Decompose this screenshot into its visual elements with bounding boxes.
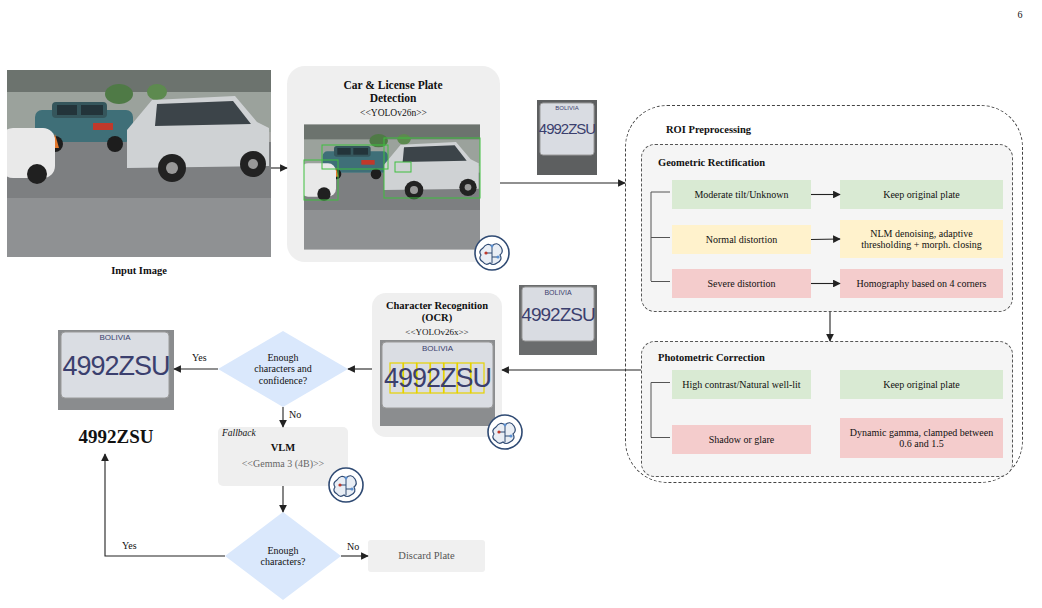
plate-number: 4992ZSU (519, 305, 597, 324)
flow-arrow (500, 182, 625, 183)
node-title: 4992ZSU (58, 426, 174, 448)
flow-arrow (271, 167, 287, 168)
node-title: Moderate tilt/Unknown (694, 189, 788, 201)
condition-box: Normal distortion (672, 225, 811, 254)
node-title: Homography based on 4 corners (857, 278, 987, 290)
flow-arrow (105, 454, 225, 556)
action-box: Keep original plate (840, 370, 1003, 399)
node-title: Geometric Rectification (658, 157, 765, 169)
plate-number: 4992ZSU (537, 121, 597, 136)
node-title: Discard Plate (398, 550, 454, 562)
decision-diamond: Enough characters? (225, 512, 341, 600)
node-title: ROI Preprocessing (666, 124, 751, 136)
input-image: Input Image (7, 70, 271, 282)
terminal-box: Discard Plate (368, 540, 485, 572)
flow-arrow (829, 312, 830, 341)
edge-label: Yes (122, 541, 137, 551)
plate-crop (58, 330, 174, 410)
node-subtitle: <<Gemma 3 (4B)>> (218, 458, 348, 470)
node-title: Car & License Plate Detection (343, 79, 443, 105)
edge-label: No (289, 410, 301, 420)
geometric-group: Geometric RectificationModerate tilt/Unk… (641, 144, 1013, 312)
node-title: Input Image (7, 265, 271, 277)
plate-region: BOLIVIA (522, 289, 594, 296)
detection-box: Car & License Plate Detection <<YOLOv26n>… (287, 66, 500, 262)
action-box: Dynamic gamma, clamped between 0.6 and 1… (840, 418, 1003, 458)
node-title: Shadow or glare (709, 434, 775, 446)
node-title: Fallback (222, 428, 256, 439)
page-number: 6 (1010, 10, 1030, 20)
plate-region: BOLIVIA (382, 345, 493, 353)
flow-arrow (282, 407, 283, 427)
node-title: Enough characters? (253, 545, 313, 568)
node-subtitle: VLM (218, 442, 348, 454)
edge-label: Yes (192, 353, 207, 363)
plate-region: BOLIVIA (61, 334, 169, 342)
node-title: Enough characters and confidence? (248, 352, 318, 387)
vlm-box: FallbackVLM <<Gemma 3 (4B)>> (218, 427, 348, 486)
action-box: NLM denoising, adaptive thresholding + m… (840, 220, 1003, 258)
flow-arrow (348, 368, 372, 369)
node-title: Photometric Correction (658, 352, 765, 364)
flow-arrow (282, 486, 283, 512)
node-subtitle: <<YOLOv26x>> (372, 327, 502, 337)
plate-crop (537, 100, 597, 175)
plate-region: BOLIVIA (540, 105, 594, 111)
node-title: Severe distortion (707, 278, 775, 290)
node-title: Character Recognition (OCR) (384, 300, 490, 324)
result-output: 4992ZSU (58, 330, 174, 454)
node-title: Keep original plate (883, 379, 960, 391)
edge-label: No (347, 542, 359, 552)
node-subtitle: <<YOLOv26n>> (287, 108, 500, 119)
condition-box: Moderate tilt/Unknown (672, 180, 811, 209)
plate-number: 4992ZSU (58, 353, 174, 380)
photometric-group: Photometric CorrectionHigh contrast/Natu… (641, 341, 1013, 477)
flow-arrow (174, 368, 218, 369)
plate-number: 4992ZSU (380, 365, 495, 392)
input-photo (1, 70, 271, 257)
roi-group: ROI PreprocessingGeometric Rectification… (625, 105, 1023, 483)
flow-arrow (341, 555, 368, 556)
node-title: Dynamic gamma, clamped between 0.6 and 1… (846, 427, 997, 450)
condition-box: Shadow or glare (672, 425, 811, 454)
diamond-fill (225, 512, 341, 600)
node-title: Keep original plate (883, 189, 960, 201)
node-title: High contrast/Natural well-lit (682, 379, 800, 391)
condition-box: High contrast/Natural well-lit (672, 370, 811, 399)
action-box: Keep original plate (840, 180, 1003, 209)
plate-crop (519, 285, 597, 355)
decision-diamond: Enough characters and confidence? (218, 331, 348, 407)
diamond-fill (218, 331, 348, 407)
node-title: NLM denoising, adaptive thresholding + m… (846, 228, 997, 251)
flow-arrow (502, 369, 641, 370)
condition-box: Severe distortion (672, 269, 811, 298)
action-box: Homography based on 4 corners (840, 269, 1003, 298)
node-title: Normal distortion (706, 234, 777, 246)
